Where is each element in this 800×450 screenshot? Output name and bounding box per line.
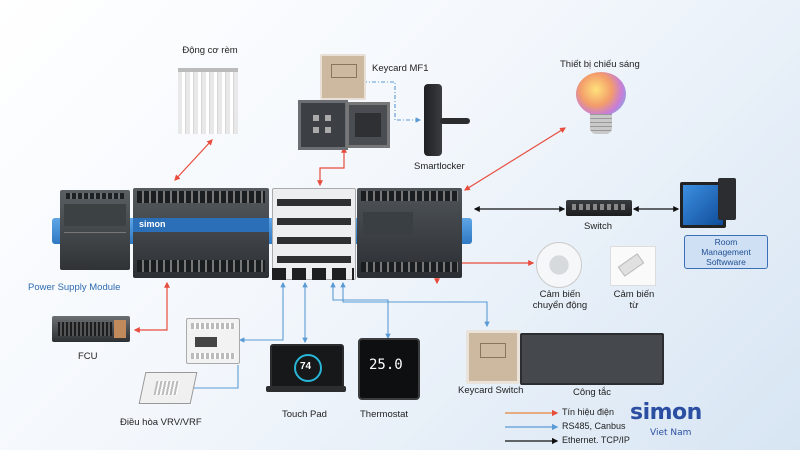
- link-lighting: [463, 127, 567, 191]
- link-curtain: [174, 139, 213, 181]
- link-module-vrv: [186, 365, 239, 391]
- smartlocker-handle: [440, 118, 470, 124]
- wall-panel-icon: [298, 100, 348, 150]
- link-controller-module: [238, 281, 286, 343]
- label-magnetic-sensor: Cảm biến từ: [613, 289, 655, 311]
- label-psu: Power Supply Module: [28, 282, 121, 293]
- legend-signal: Tín hiệu điện: [562, 407, 615, 417]
- smartlocker-icon: [424, 84, 442, 156]
- thermostat-value: 25.0: [369, 357, 403, 373]
- label-rms: Room Management Softwware: [701, 237, 751, 267]
- computer-tower: [718, 178, 736, 220]
- legend-ethernet: Ethernet. TCP/IP: [562, 435, 630, 445]
- touchpad-value: 74: [300, 361, 312, 372]
- wall-switch-panel-icon: [520, 333, 664, 385]
- label-motion-sensor: Cảm biến chuyển động: [532, 289, 588, 311]
- keycard-mf1-icon: [320, 54, 366, 100]
- label-curtain: Động cơ rèm: [182, 45, 238, 56]
- light-bulb-base: [590, 114, 612, 134]
- link-thermostat: [330, 281, 391, 340]
- link-wallpanel: [317, 146, 347, 187]
- link-fcu: [133, 281, 170, 333]
- controller-brand-text: simon: [139, 219, 166, 229]
- relay-controller: [357, 188, 462, 278]
- keycard-switch-icon: [466, 330, 520, 384]
- power-supply-module: [60, 190, 130, 270]
- rms-box: Room Management Softwware: [684, 235, 768, 269]
- main-controller: simon: [133, 188, 269, 278]
- label-switch: Switch: [584, 221, 612, 232]
- legend-rs485: RS485, Canbus: [562, 421, 626, 431]
- label-thermostat: Thermostat: [360, 409, 409, 420]
- fcu-icon: [52, 316, 130, 342]
- label-lighting: Thiết bị chiếu sáng: [560, 59, 640, 70]
- label-keycard-mf1: Keycard MF1: [372, 63, 429, 74]
- curtain-icon: [178, 68, 238, 134]
- label-wall-switch: Công tắc: [573, 387, 612, 398]
- wall-switch-small-icon: [346, 102, 390, 148]
- label-touchpad: Touch Pad: [282, 409, 327, 420]
- connector-plugs: [272, 268, 354, 280]
- simon-logo: simon: [630, 400, 702, 425]
- label-keycard-switch: Keycard Switch: [458, 385, 524, 396]
- magnetic-sensor-icon: [610, 246, 656, 286]
- touchpad-stand: [266, 386, 346, 392]
- expansion-module: [186, 318, 240, 364]
- io-terminal-module: [272, 188, 356, 280]
- light-bulb-icon: [576, 72, 626, 116]
- thermostat-icon: 25.0: [358, 338, 420, 400]
- link-keycard-switch: [340, 281, 490, 328]
- label-smartlocker: Smartlocker: [414, 161, 465, 172]
- link-keycard-mf1: [363, 81, 422, 123]
- touchpad-icon: 74: [270, 344, 344, 392]
- network-switch-icon: [566, 200, 632, 216]
- simon-logo-sub: Viet Nam: [650, 428, 692, 438]
- vrv-ac-icon: [138, 372, 198, 404]
- label-vrv: Điều hòa VRV/VRF: [120, 417, 202, 428]
- motion-sensor-icon: [536, 242, 582, 288]
- label-fcu: FCU: [78, 351, 98, 362]
